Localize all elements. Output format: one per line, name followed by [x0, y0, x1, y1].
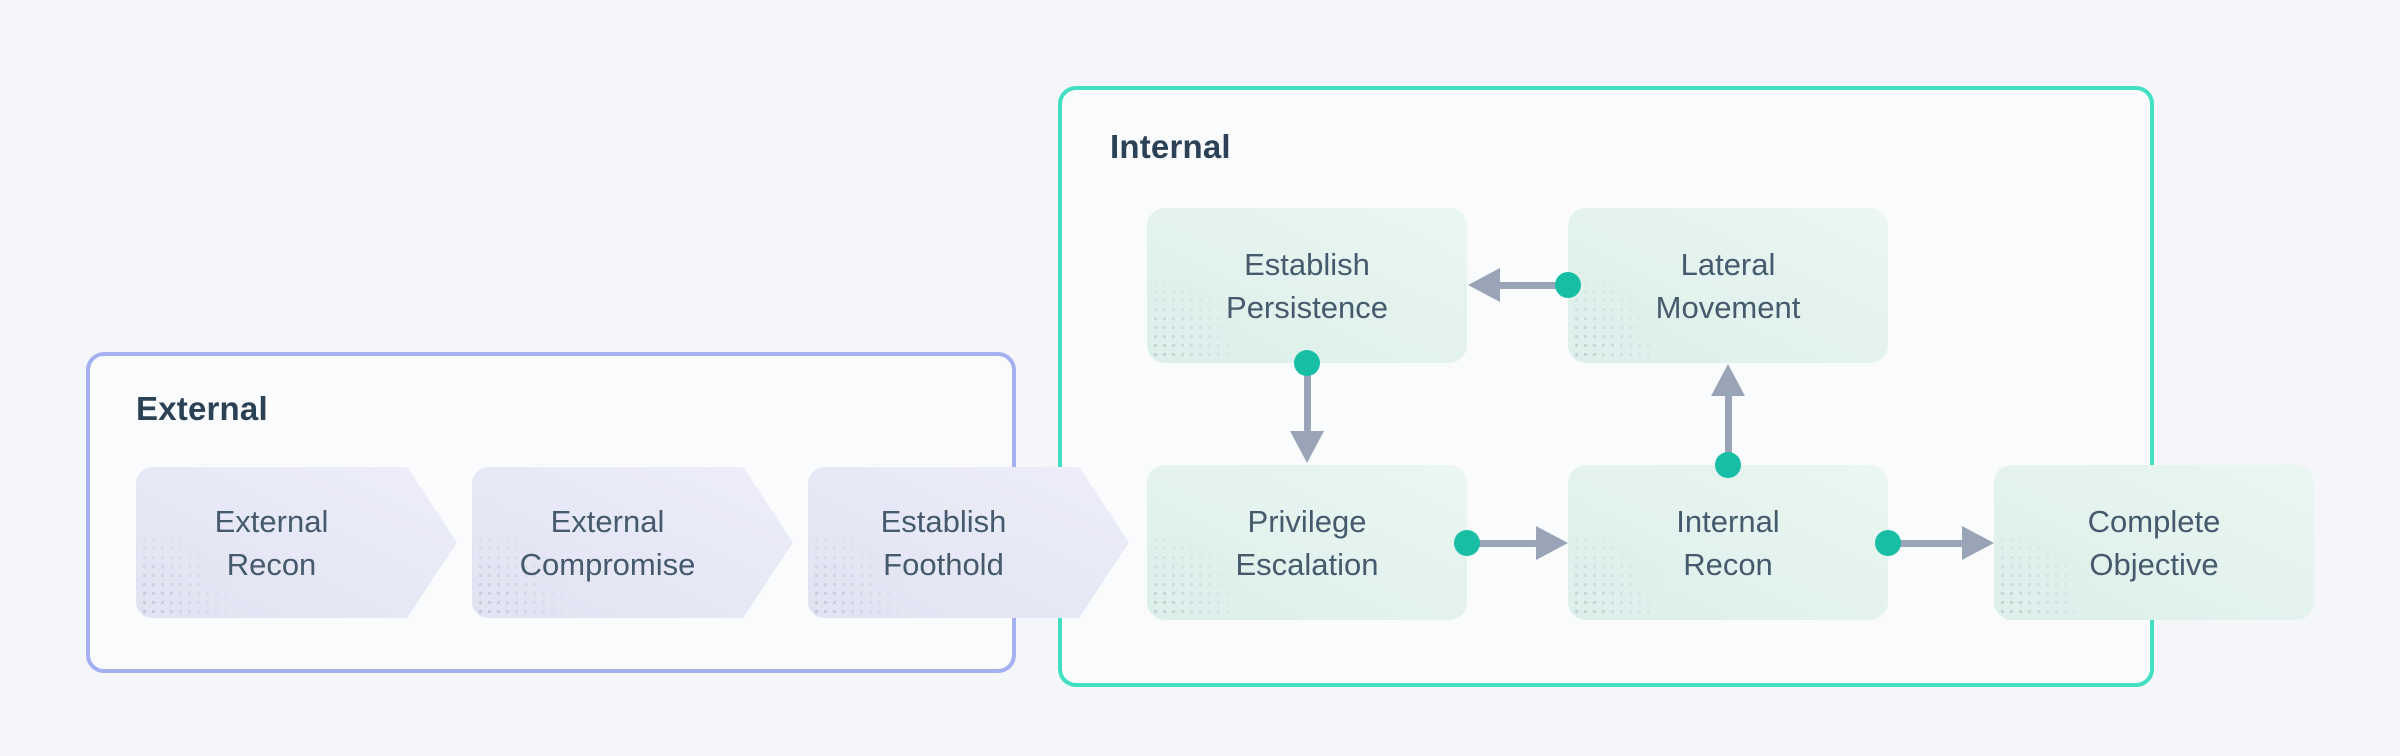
node-internal-recon: Internal Recon	[1568, 465, 1888, 620]
node-label: Complete Objective	[2087, 503, 2221, 582]
external-group-label: External	[136, 390, 268, 427]
node-lateral-movement: Lateral Movement	[1568, 208, 1888, 363]
node-label: Privilege Escalation	[1235, 503, 1379, 582]
stage-external-compromise: External Compromise	[472, 467, 793, 618]
node-establish-persistence: Establish Persistence	[1147, 208, 1467, 363]
node-label: Internal Recon	[1676, 503, 1780, 582]
stage-label: Establish Foothold	[880, 503, 1007, 582]
stage-establish-foothold: Establish Foothold	[808, 467, 1129, 618]
node-privilege-escalation: Privilege Escalation	[1147, 465, 1467, 620]
internal-group-label: Internal	[1110, 128, 1231, 165]
external-group: External External Recon External Comprom…	[86, 352, 1016, 673]
stage-external-recon: External Recon	[136, 467, 457, 618]
internal-group: Internal Establish Persistence Lateral M…	[1058, 86, 2314, 687]
stage-label: External Compromise	[519, 503, 696, 582]
node-label: Lateral Movement	[1655, 246, 1801, 325]
stage-label: External Recon	[214, 503, 329, 582]
node-complete-objective: Complete Objective	[1994, 465, 2314, 620]
node-label: Establish Persistence	[1226, 246, 1388, 325]
